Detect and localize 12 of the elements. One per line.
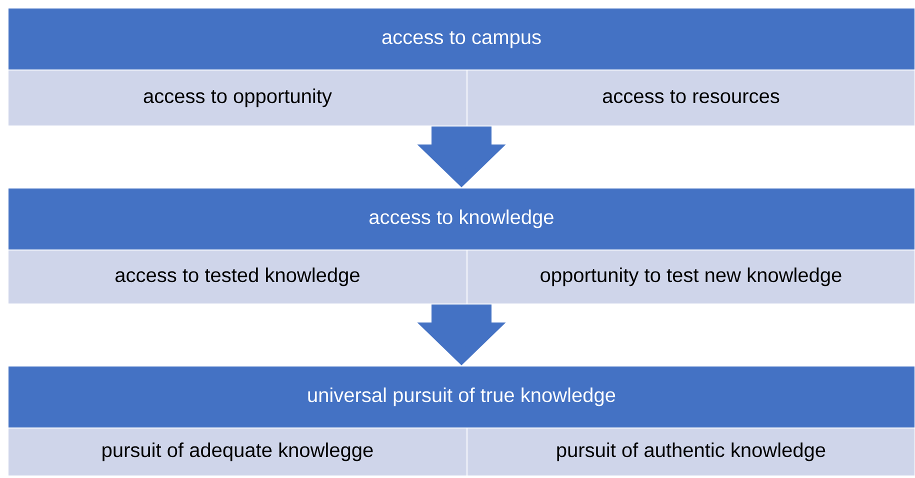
subtopic-cell: pursuit of authentic knowledge xyxy=(466,428,915,476)
node-label: access to resources xyxy=(602,90,780,104)
subtopic-cell: opportunity to test new knowledge xyxy=(466,250,915,304)
header-band: access to campus xyxy=(8,8,915,70)
subtopic-cell: access to tested knowledge xyxy=(8,250,468,304)
subtopic-cell: access to resources xyxy=(466,70,915,126)
header-band: universal pursuit of true knowledge xyxy=(8,366,915,428)
node-label: opportunity to test new knowledge xyxy=(540,268,842,286)
subtopic-cell: pursuit of adequate knowlegge xyxy=(8,428,468,476)
subtopic-cell: access to opportunity xyxy=(8,70,468,126)
header-band: access to knowledge xyxy=(8,188,915,250)
node-label: pursuit of authentic knowledge xyxy=(557,442,826,462)
